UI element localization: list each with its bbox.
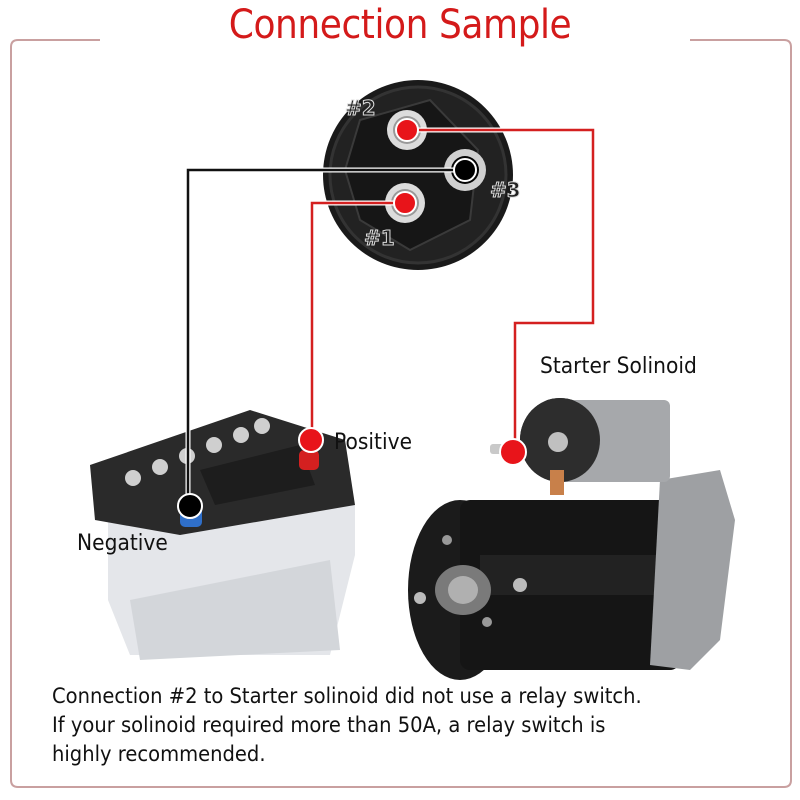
starter-solenoid-label: Starter Solinoid: [540, 354, 697, 379]
pin3-dot: [453, 158, 477, 182]
page-title: Connection Sample: [228, 2, 572, 48]
note-line-1: Connection #2 to Starter solinoid did no…: [52, 684, 642, 708]
pin1-dot: [393, 191, 417, 215]
note-line-3: highly recommended.: [52, 742, 266, 766]
negative-label: Negative: [77, 531, 168, 556]
frame-border: [10, 39, 792, 788]
starter-motor: [408, 398, 735, 680]
positive-dot: [298, 427, 324, 453]
positive-label: Positive: [334, 430, 413, 455]
pin-label-2: #2: [345, 96, 377, 121]
pin-label-3: #3: [490, 178, 522, 203]
battery: [90, 410, 355, 660]
wire-negative: [185, 167, 465, 505]
pin-label-1: #1: [364, 226, 396, 251]
note-line-2: If your solinoid required more than 50A,…: [52, 713, 606, 737]
negative-dot: [177, 493, 203, 519]
wire-positive-pin1: [309, 200, 405, 440]
relay-note: Connection #2 to Starter solinoid did no…: [52, 682, 722, 769]
wire-pin2-starter: [407, 127, 596, 450]
starter-dot: [499, 438, 527, 466]
pin2-dot: [395, 118, 419, 142]
positive-terminal: [299, 450, 319, 470]
